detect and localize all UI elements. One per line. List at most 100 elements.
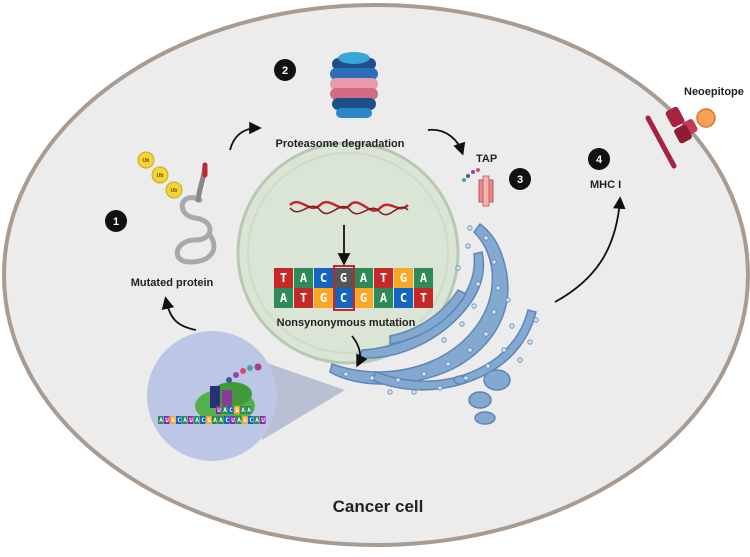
svg-text:A: A <box>195 417 199 424</box>
ubiquitin-icon: Ub <box>151 166 169 184</box>
endoplasmic-reticulum-icon <box>329 222 537 425</box>
mrna-base: C <box>248 416 254 424</box>
nucleus-inner-membrane <box>247 152 449 354</box>
mhc-label: MHC I <box>590 179 621 191</box>
trna-base: A <box>240 406 246 414</box>
svg-text:C: C <box>249 417 253 424</box>
dna-top-base: A <box>354 268 373 288</box>
mrna-base: G <box>206 416 212 424</box>
svg-text:C: C <box>400 291 407 305</box>
mutation-label: Nonsynonymous mutation <box>277 317 416 329</box>
mrna-base: A <box>194 416 200 424</box>
svg-text:G: G <box>400 271 407 285</box>
mrna-base: U <box>164 416 170 424</box>
dna-top-base: G <box>394 268 413 288</box>
svg-text:G: G <box>235 407 239 414</box>
arrow-proteasome-to-tap <box>427 128 466 156</box>
svg-text:G: G <box>207 417 211 424</box>
svg-text:1: 1 <box>113 216 119 228</box>
svg-text:C: C <box>340 291 347 305</box>
svg-text:T: T <box>280 271 287 285</box>
neoepitope-icon <box>696 108 716 128</box>
step-badge-2: 2 <box>274 59 296 81</box>
svg-text:3: 3 <box>517 174 523 186</box>
svg-text:C: C <box>201 417 205 424</box>
dna-bottom-base: A <box>274 288 293 308</box>
trna-base: G <box>234 406 240 414</box>
svg-text:Ub: Ub <box>143 158 150 164</box>
dna-top-base: T <box>274 268 293 288</box>
svg-text:G: G <box>340 271 347 285</box>
svg-text:T: T <box>420 291 427 305</box>
mrna-base: C <box>224 416 230 424</box>
dna-bottom-base: T <box>414 288 433 308</box>
dna-bottom-base: C <box>394 288 413 308</box>
trna-base: U <box>216 406 222 414</box>
proteasome-icon <box>330 52 378 118</box>
dna-top-base: T <box>374 268 393 288</box>
svg-text:G: G <box>243 417 247 424</box>
ubiquitin-icon: Ub <box>137 151 155 169</box>
mrna-base: C <box>200 416 206 424</box>
mrna-base: G <box>170 416 176 424</box>
svg-text:A: A <box>300 271 308 285</box>
dna-bottom-base: A <box>374 288 393 308</box>
neoepitope-label: Neoepitope <box>684 86 744 98</box>
svg-text:G: G <box>171 417 175 424</box>
mrna-base: A <box>254 416 260 424</box>
trna-base: C <box>228 406 234 414</box>
svg-text:A: A <box>380 291 388 305</box>
mutation-highlight-box <box>333 265 355 311</box>
step-badge-3: 3 <box>509 168 531 190</box>
svg-text:A: A <box>223 407 227 414</box>
svg-text:Ub: Ub <box>157 173 164 179</box>
arrow-protein-to-proteasome <box>229 121 262 151</box>
dna-helix-icon <box>289 200 409 216</box>
svg-text:T: T <box>380 271 387 285</box>
svg-text:U: U <box>217 407 221 414</box>
mrna-base: U <box>230 416 236 424</box>
svg-text:4: 4 <box>596 154 603 166</box>
mrna-base: G <box>242 416 248 424</box>
svg-text:A: A <box>237 417 241 424</box>
mrna-base: C <box>176 416 182 424</box>
dna-bottom-base: G <box>354 288 373 308</box>
mrna-base: A <box>236 416 242 424</box>
mrna-base: U <box>188 416 194 424</box>
svg-text:C: C <box>229 407 233 414</box>
svg-text:C: C <box>320 271 327 285</box>
svg-text:A: A <box>219 417 223 424</box>
mrna-base: A <box>212 416 218 424</box>
svg-text:C: C <box>177 417 181 424</box>
dna-bottom-base: T <box>294 288 313 308</box>
er-ribosomes <box>343 225 539 395</box>
dna-bottom-base: G <box>314 288 333 308</box>
svg-text:Ub: Ub <box>171 188 178 194</box>
arrow-nucleus-to-er <box>351 335 368 368</box>
proteasome-label: Proteasome degradation <box>276 138 405 150</box>
svg-text:G: G <box>360 291 367 305</box>
tap-transporter-icon <box>462 168 494 207</box>
zoom-cone <box>258 360 345 440</box>
trna-base: A <box>246 406 252 414</box>
trna-base: A <box>222 406 228 414</box>
svg-text:A: A <box>360 271 368 285</box>
dna-top-base: G <box>334 268 353 288</box>
svg-text:A: A <box>159 417 163 424</box>
step-badge-4: 4 <box>588 148 610 170</box>
svg-text:A: A <box>241 407 245 414</box>
cell-label: Cancer cell <box>333 497 424 516</box>
mrna-base: U <box>260 416 266 424</box>
svg-text:2: 2 <box>282 65 288 77</box>
svg-text:A: A <box>420 271 428 285</box>
svg-text:A: A <box>213 417 217 424</box>
dna-bottom-base: C <box>334 288 353 308</box>
svg-text:U: U <box>261 417 265 424</box>
arrow-ribosome-to-protein <box>161 296 197 331</box>
dna-top-base: A <box>294 268 313 288</box>
mutated-protein-label: Mutated protein <box>131 277 214 289</box>
svg-text:U: U <box>189 417 193 424</box>
